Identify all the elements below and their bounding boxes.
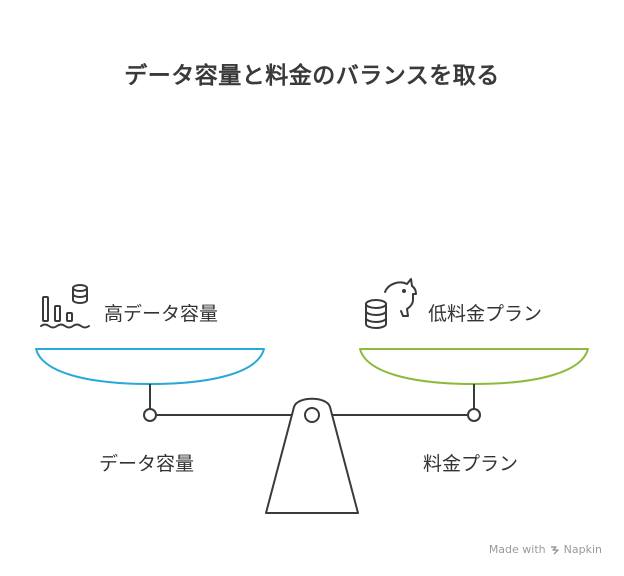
right-pan: [359, 348, 589, 385]
left-pan-label: データ容量: [99, 453, 195, 475]
right-pan-label: 料金プラン: [423, 453, 519, 475]
left-pan-heading: 高データ容量: [104, 303, 219, 325]
page-title: データ容量と料金のバランスを取る: [124, 63, 500, 89]
right-pan-heading: 低料金プラン: [428, 303, 543, 325]
scale-stand: [265, 397, 359, 514]
napkin-brand-text: Napkin: [563, 543, 602, 556]
data-storage-chart-icon: [40, 284, 90, 329]
right-pivot: [467, 408, 481, 422]
napkin-logo-icon: [550, 545, 559, 554]
made-with-text: Made with: [488, 543, 546, 556]
left-pan: [35, 348, 265, 385]
left-pivot: [143, 408, 157, 422]
piggy-bank-coins-icon: [365, 278, 417, 329]
made-with-napkin-footer[interactable]: Made with Napkin: [489, 543, 602, 556]
center-pivot: [304, 407, 320, 423]
